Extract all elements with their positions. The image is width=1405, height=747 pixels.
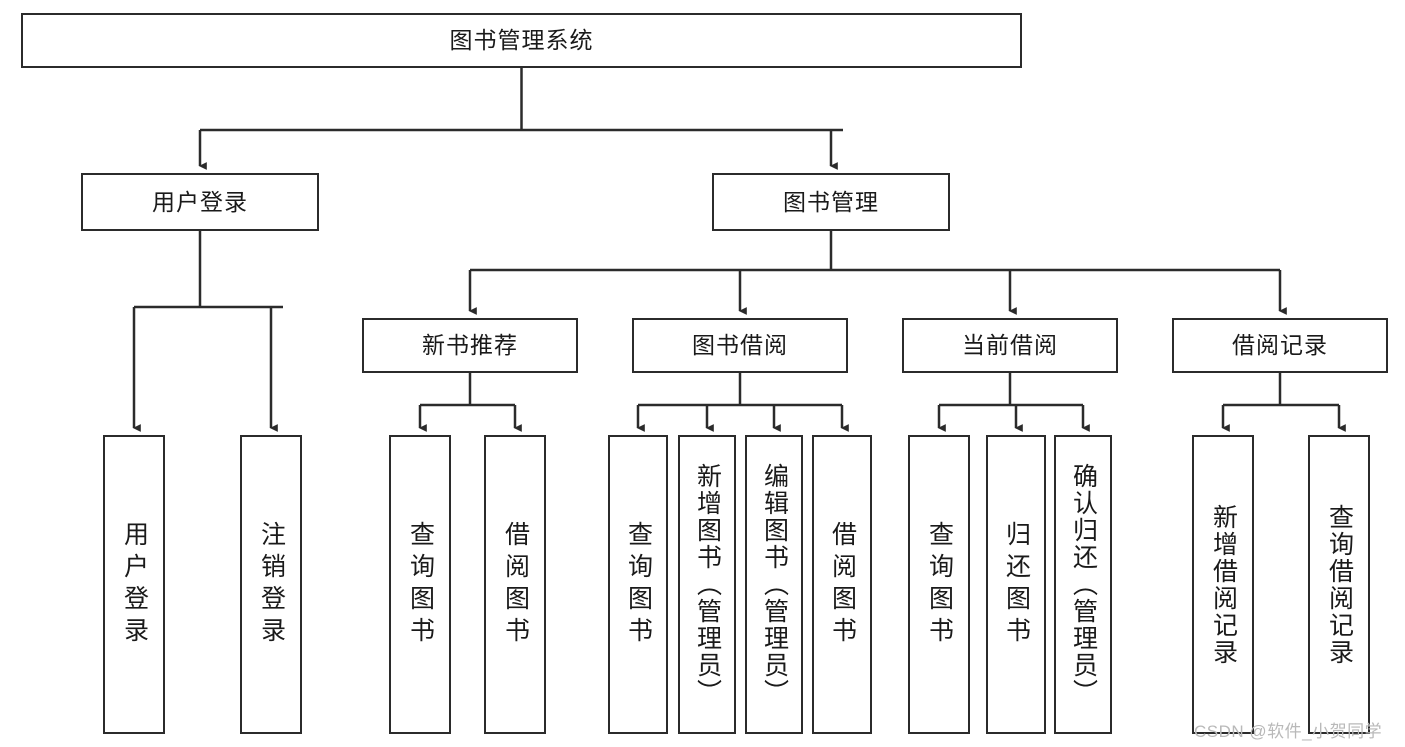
leaf-confirm-return-admin[interactable]: 确认归还（管理员） (1054, 435, 1112, 734)
node-label: 查询借阅记录 (1325, 503, 1354, 666)
node-new-book-recommend[interactable]: 新书推荐 (362, 318, 578, 373)
node-label: 编辑图书（管理员） (760, 463, 789, 706)
node-label: 注销登录 (257, 520, 286, 649)
node-label: 归还图书 (1002, 520, 1031, 649)
node-borrow-record[interactable]: 借阅记录 (1172, 318, 1388, 373)
node-book-manage[interactable]: 图书管理 (712, 173, 950, 231)
node-user-login[interactable]: 用户登录 (81, 173, 319, 231)
node-label: 借阅图书 (828, 520, 857, 649)
node-label: 新增图书（管理员） (693, 463, 722, 706)
leaf-query-book-2[interactable]: 查询图书 (608, 435, 668, 734)
leaf-add-book-admin[interactable]: 新增图书（管理员） (678, 435, 736, 734)
node-label: 图书管理 (783, 188, 879, 215)
node-label: 用户登录 (120, 520, 149, 649)
node-root-system[interactable]: 图书管理系统 (21, 13, 1022, 68)
leaf-query-borrow-record[interactable]: 查询借阅记录 (1308, 435, 1370, 734)
leaf-query-book-1[interactable]: 查询图书 (389, 435, 451, 734)
leaf-query-book-3[interactable]: 查询图书 (908, 435, 970, 734)
leaf-edit-book-admin[interactable]: 编辑图书（管理员） (745, 435, 803, 734)
leaf-borrow-book-2[interactable]: 借阅图书 (812, 435, 872, 734)
node-label: 查询图书 (406, 520, 435, 649)
watermark-credit: CSDN @软件_小贺同学 (1194, 722, 1383, 741)
node-label: 新增借阅记录 (1209, 503, 1238, 666)
node-book-borrow[interactable]: 图书借阅 (632, 318, 848, 373)
leaf-add-borrow-record[interactable]: 新增借阅记录 (1192, 435, 1254, 734)
leaf-user-login[interactable]: 用户登录 (103, 435, 165, 734)
node-label: 新书推荐 (422, 332, 518, 359)
node-label: 当前借阅 (962, 332, 1058, 359)
leaf-return-book[interactable]: 归还图书 (986, 435, 1046, 734)
leaf-borrow-book-1[interactable]: 借阅图书 (484, 435, 546, 734)
node-label: 图书管理系统 (449, 27, 594, 54)
leaf-logout[interactable]: 注销登录 (240, 435, 302, 734)
node-label: 借阅图书 (501, 520, 530, 649)
node-label: 借阅记录 (1232, 332, 1328, 359)
node-label: 确认归还（管理员） (1069, 463, 1098, 706)
node-label: 图书借阅 (692, 332, 788, 359)
node-label: 用户登录 (152, 188, 248, 215)
node-label: 查询图书 (925, 520, 954, 649)
node-current-borrow[interactable]: 当前借阅 (902, 318, 1118, 373)
node-label: 查询图书 (624, 520, 653, 649)
